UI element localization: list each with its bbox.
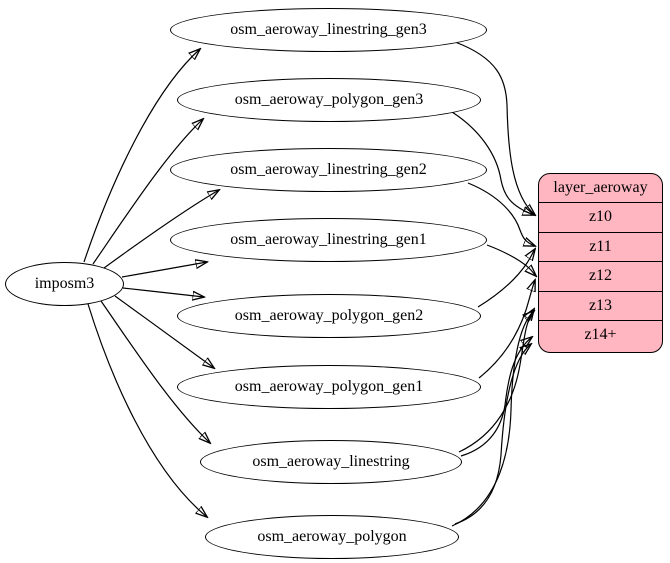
edge-imposm3-to-osm_aeroway_linestring_gen1 [121,262,207,278]
node-osm_aeroway_linestring_gen1: osm_aeroway_linestring_gen1 [170,218,487,262]
edge-imposm3-to-osm_aeroway_linestring_gen2 [103,190,219,269]
record-row-z13: z13 [539,290,662,321]
record-row-z12: z12 [539,261,662,291]
edge-osm_aeroway_linestring_gen2-to-z11 [467,182,535,246]
node-osm_aeroway_polygon: osm_aeroway_polygon [205,515,459,559]
table-label: osm_aeroway_linestring_gen2 [230,161,427,178]
node-osm_aeroway_linestring: osm_aeroway_linestring [200,440,462,484]
edge-imposm3-to-osm_aeroway_polygon_gen2 [122,287,204,297]
table-label: osm_aeroway_linestring [252,453,410,470]
table-label: osm_aeroway_linestring_gen1 [230,231,427,248]
edge-imposm3-to-osm_aeroway_polygon [87,303,207,517]
table-label: osm_aeroway_polygon [257,528,407,545]
record-title: layer_aeroway [553,179,648,196]
node-osm_aeroway_linestring_gen2: osm_aeroway_linestring_gen2 [170,148,487,192]
edge-imposm3-to-osm_aeroway_linestring_gen3 [83,49,200,263]
edge-osm_aeroway_polygon-to-z14 [454,344,531,525]
node-osm_aeroway_polygon_gen2: osm_aeroway_polygon_gen2 [177,294,481,338]
edge-osm_aeroway_linestring_gen1-to-z12 [486,244,536,276]
table-label: osm_aeroway_linestring_gen3 [230,21,427,38]
edge-osm_aeroway_polygon_gen3-to-z10 [451,111,534,215]
record-row-z10: z10 [539,202,662,232]
node-imposm3: imposm3 [5,262,124,306]
table-label: osm_aeroway_polygon_gen3 [234,91,424,108]
edge-osm_aeroway_polygon-to-z13 [451,311,534,527]
node-imposm3-label: imposm3 [34,275,95,292]
record-row-z14: z14+ [539,320,662,350]
node-layer-aeroway: layer_aeroway z10 z11 z12 z13 z14+ [538,173,663,353]
edge-osm_aeroway_linestring_gen3-to-z10 [454,41,535,215]
record-row-z11: z11 [539,231,662,262]
node-osm_aeroway_linestring_gen3: osm_aeroway_linestring_gen3 [170,8,487,52]
edge-osm_aeroway_polygon_gen2-to-z11 [477,249,535,308]
edge-imposm3-to-osm_aeroway_linestring [100,300,210,443]
edge-imposm3-to-osm_aeroway_polygon_gen3 [92,119,203,265]
edge-imposm3-to-osm_aeroway_polygon_gen1 [114,295,214,368]
edge-osm_aeroway_linestring-to-z13 [458,309,534,453]
node-osm_aeroway_polygon_gen3: osm_aeroway_polygon_gen3 [177,78,481,122]
table-label: osm_aeroway_polygon_gen2 [234,307,424,324]
edge-osm_aeroway_linestring-to-z14 [460,337,532,457]
table-label: osm_aeroway_polygon_gen1 [234,378,424,395]
node-osm_aeroway_polygon_gen1: osm_aeroway_polygon_gen1 [177,365,481,409]
